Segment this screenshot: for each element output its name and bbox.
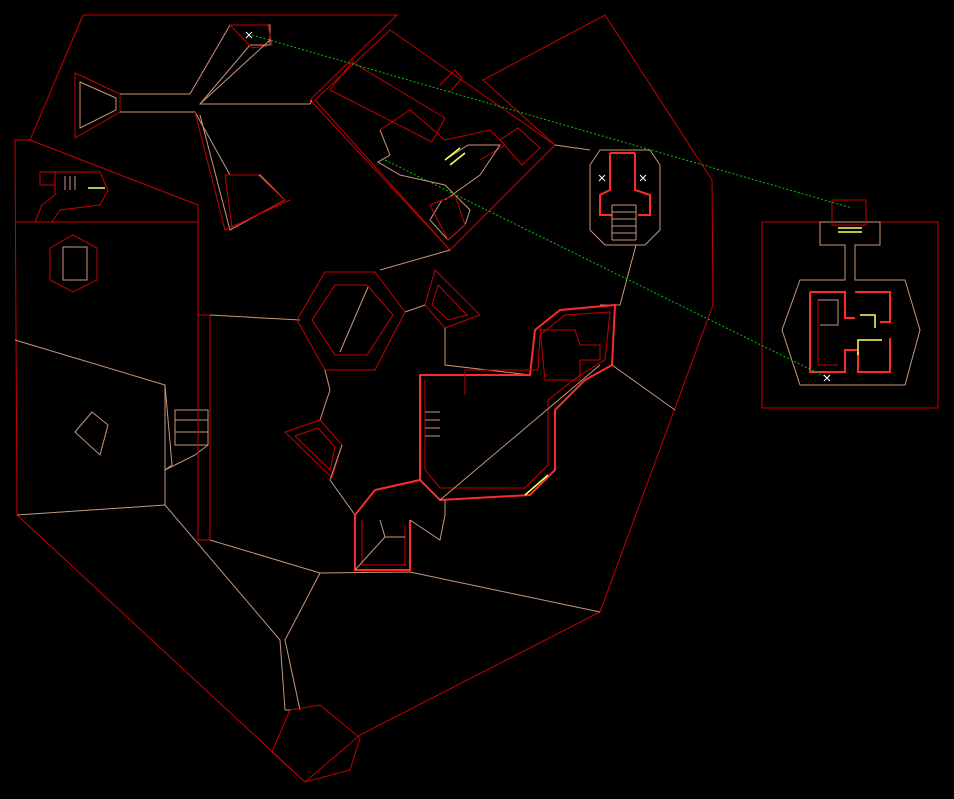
southern-exit-room xyxy=(271,704,361,783)
north-diagonal-building xyxy=(314,29,556,271)
northwest-y-corridor xyxy=(74,24,313,231)
outer-boundary xyxy=(14,14,714,783)
south-central-zigzag xyxy=(354,303,676,571)
x-cross-icon xyxy=(245,31,831,382)
east-teleporter-area xyxy=(761,199,939,409)
center-west-ledge xyxy=(164,225,601,711)
west-rooms xyxy=(14,171,209,516)
northeast-start-room xyxy=(554,144,661,306)
teleport-links xyxy=(251,34,853,379)
central-pillars xyxy=(284,269,531,516)
